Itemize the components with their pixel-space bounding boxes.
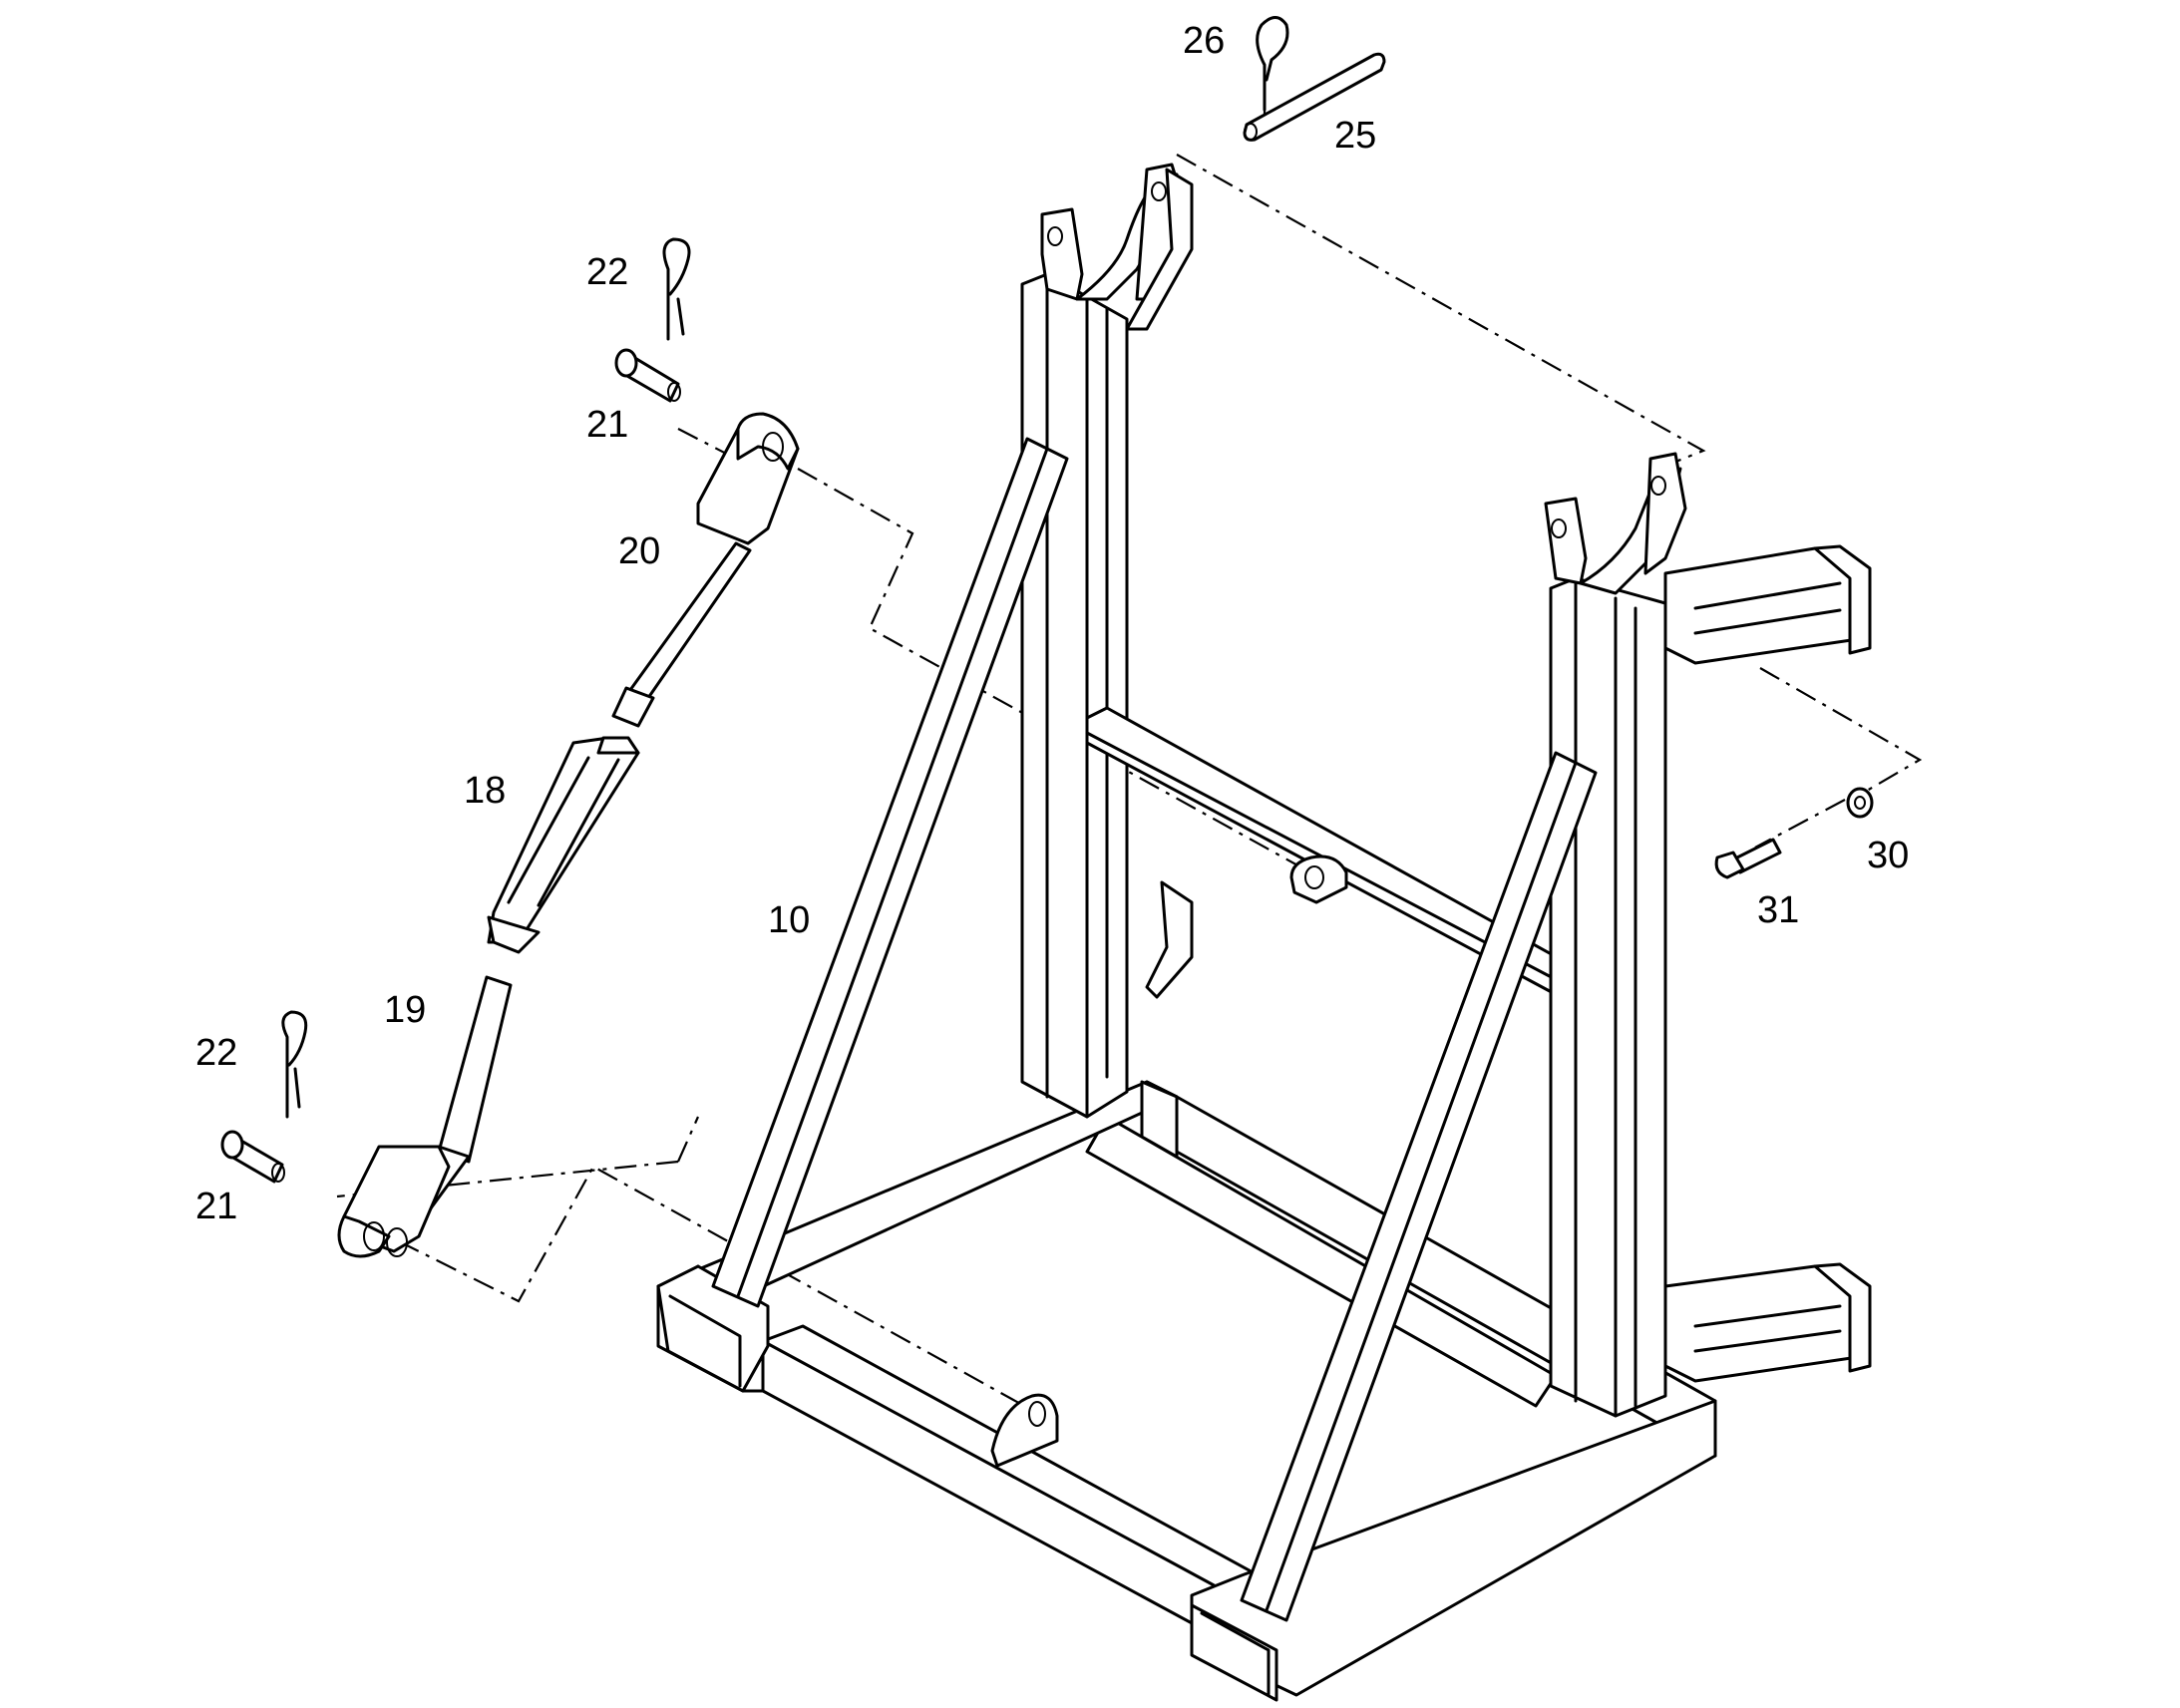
callout-21-top: 21 — [586, 404, 628, 446]
washer-30 — [1846, 787, 1874, 819]
callout-18: 18 — [464, 770, 506, 812]
hair-pin-clip-22-top — [662, 237, 691, 341]
pin-25 — [1243, 52, 1386, 142]
hair-pin-clip-26 — [1256, 16, 1289, 112]
clevis-pin-21-bottom — [220, 1130, 285, 1184]
callout-21-bottom: 21 — [195, 1186, 237, 1227]
main-frame — [656, 163, 1872, 1702]
callout-25: 25 — [1334, 115, 1376, 157]
callout-31: 31 — [1757, 889, 1799, 931]
bolt-31 — [1714, 838, 1782, 879]
callout-22-top: 22 — [586, 251, 628, 293]
hair-pin-clip-22-bottom — [281, 1010, 308, 1119]
callout-10: 10 — [768, 899, 810, 941]
callout-26: 26 — [1183, 20, 1225, 62]
callout-20: 20 — [618, 530, 660, 572]
clevis-pin-21-top — [614, 348, 681, 403]
callout-labels: 10 18 19 20 21 21 22 22 25 26 30 31 — [195, 20, 1909, 1227]
callout-19: 19 — [384, 989, 426, 1031]
turnbuckle-assembly — [337, 412, 800, 1258]
callout-30: 30 — [1867, 835, 1909, 876]
callout-22-bottom: 22 — [195, 1032, 237, 1074]
